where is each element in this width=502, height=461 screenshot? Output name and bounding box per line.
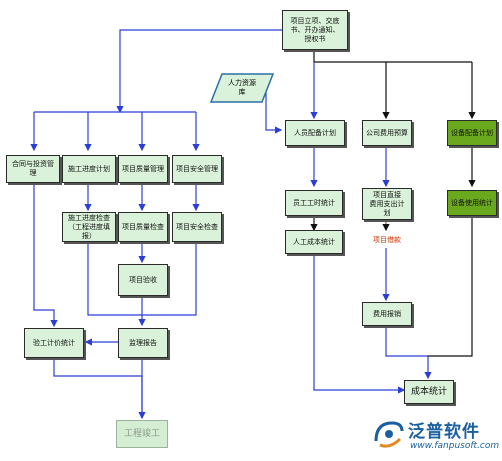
node-labor-cost: 人工成本统计 (285, 230, 343, 254)
node-safety-check: 项目安全检查 (172, 212, 222, 242)
node-hr-library-label: 人力资源 库 (228, 79, 256, 96)
node-cost-stats: 成本统计 (404, 380, 454, 404)
parallelogram-shape (210, 73, 274, 103)
logo-url: www.fanpusoft.com (410, 441, 500, 451)
node-completion: 工程竣工 (116, 420, 168, 448)
node-schedule-plan: 施工进度计划 (62, 155, 116, 183)
logo-mark-icon (374, 421, 404, 448)
conn-safety-merge (142, 242, 197, 316)
node-measure-stats: 验工计价统计 (24, 328, 84, 358)
node-quality-mgmt: 项目质量管理 (118, 155, 168, 183)
node-equip-usage: 设备使用统计 (447, 190, 497, 216)
node-reimbursement: 费用报销 (362, 302, 412, 326)
conn-reimb-cost (385, 324, 432, 380)
conn-usage-cost (428, 214, 473, 357)
node-acceptance: 项目验收 (118, 264, 168, 296)
node-safety-mgmt: 项目安全管理 (172, 155, 222, 183)
node-schedule-check: 施工进度检查 （工程进度填 报） (62, 212, 116, 242)
conn-schedule-merge (87, 242, 142, 316)
conn-top-right (313, 50, 472, 63)
conn-measure-completion (53, 358, 146, 420)
node-quality-check: 项目质量检查 (118, 212, 168, 242)
conn-hr-staff (265, 88, 283, 134)
company-logo: 泛普软件 www.fanpusoft.com (370, 417, 500, 457)
node-hr-library: 人力资源 库 (210, 73, 274, 103)
conn-top-left (116, 29, 282, 114)
node-equip-plan: 设备配备计划 (447, 120, 497, 146)
conn-labor-cost (313, 254, 406, 394)
node-supervision: 监理报告 (118, 328, 168, 358)
node-work-hours: 员工工时统计 (285, 190, 343, 216)
node-contract: 合同与投资管 理 (6, 155, 60, 183)
node-loan: 项目借款 (373, 235, 401, 244)
conn-contract-measure (33, 182, 58, 328)
node-staff-plan: 人员配备计划 (285, 120, 345, 146)
node-project-initiation: 项目立项、交底 书、开办通知、 授权书 (282, 10, 348, 50)
node-cost-budget: 公司费用预算 (362, 120, 412, 146)
node-project-expense-plan: 项目直接 费用支出计 划 (362, 188, 412, 220)
logo-name: 泛普软件 (408, 422, 480, 442)
